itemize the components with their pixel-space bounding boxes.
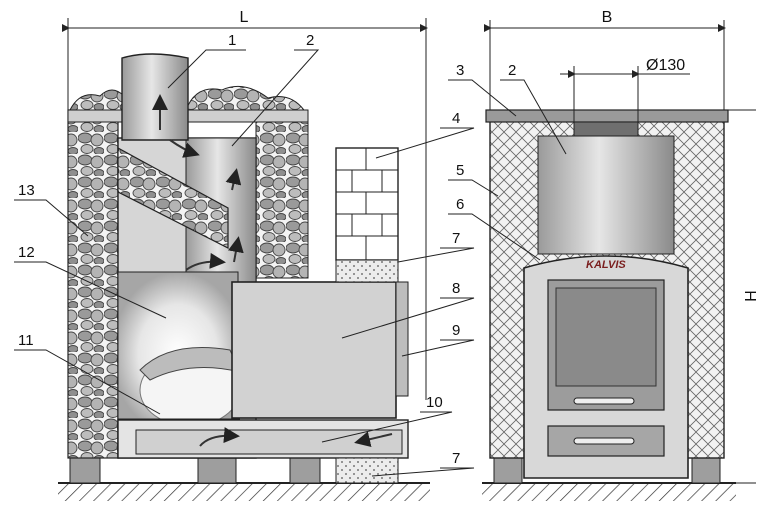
- callout-2-side: 2: [306, 32, 314, 49]
- callout-4: 4: [452, 110, 460, 127]
- stones-top-left: [69, 89, 125, 111]
- callout-7-upper: 7: [452, 230, 460, 247]
- flow-arrows: [152, 94, 393, 448]
- length-label: L: [240, 9, 249, 26]
- dimension-diameter: [560, 66, 690, 122]
- foot-middle: [197, 457, 237, 484]
- side-callout-leaders: [14, 49, 475, 477]
- callout-5: 5: [456, 162, 464, 179]
- chimney-pipe: [121, 53, 189, 141]
- callout-10: 10: [426, 394, 443, 411]
- stones-right-column: [255, 121, 309, 279]
- front-chimney-collar: [573, 121, 639, 137]
- brand-logo: KALVIS: [586, 259, 626, 271]
- front-foot-left: [493, 457, 523, 484]
- callout-9: 9: [452, 322, 460, 339]
- width-label: B: [602, 9, 613, 26]
- top-cover: [485, 109, 729, 123]
- callout-3: 3: [456, 62, 464, 79]
- door-handle: [573, 397, 635, 405]
- foot-right: [289, 457, 321, 484]
- ground-side: [58, 482, 430, 501]
- fire-tunnel: [231, 281, 397, 419]
- side-door: [395, 281, 409, 397]
- insulation-lower: [335, 457, 399, 484]
- dimension-width: [484, 20, 726, 110]
- front-callout-leaders: [448, 79, 567, 261]
- drawer-handle: [573, 437, 635, 445]
- callout-1: 1: [228, 32, 236, 49]
- callout-2-front: 2: [508, 62, 516, 79]
- foot-left: [69, 457, 101, 484]
- callout-8: 8: [452, 280, 460, 297]
- callout-12: 12: [18, 244, 35, 261]
- ground-front: [482, 482, 736, 501]
- door-window: [555, 287, 657, 387]
- height-label: H: [741, 290, 758, 302]
- callout-11: 11: [18, 332, 34, 349]
- stones-top-right: [185, 85, 306, 111]
- callout-13: 13: [18, 182, 35, 199]
- front-heat-exchanger: [537, 135, 675, 255]
- insulation-upper: [335, 259, 399, 283]
- callout-7-lower: 7: [452, 450, 460, 467]
- brick-wall: [335, 147, 399, 261]
- callout-6: 6: [456, 196, 464, 213]
- dimension-length: [62, 18, 428, 400]
- front-foot-right: [691, 457, 721, 484]
- diameter-label: Ø130: [646, 57, 685, 74]
- dimension-height: [728, 109, 756, 484]
